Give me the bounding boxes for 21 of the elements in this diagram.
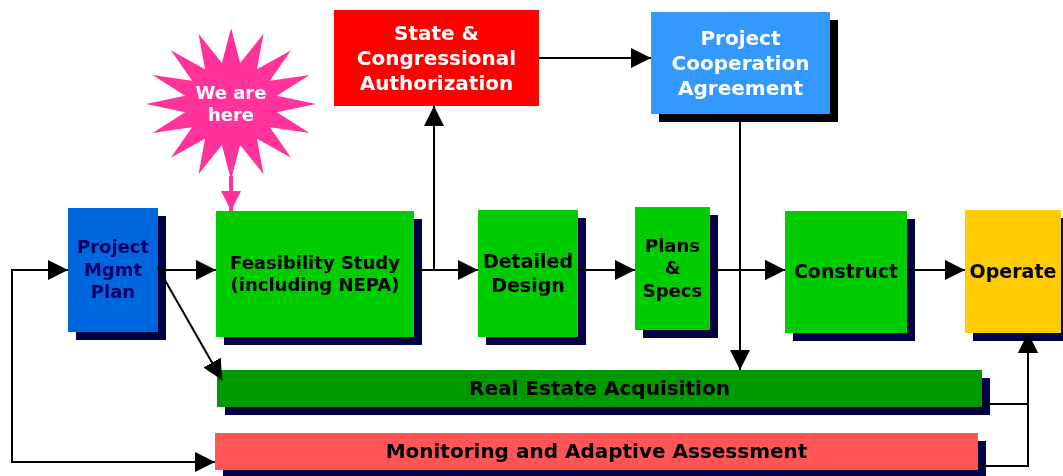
process-box — [334, 10, 539, 106]
arrow — [221, 176, 241, 211]
arrow — [977, 332, 1038, 467]
node-label: We are here — [194, 81, 268, 127]
arrow — [157, 260, 217, 280]
node-label: Detailed Design — [481, 249, 575, 298]
node-label: Feasibility Study (including NEPA) — [229, 251, 401, 297]
arrow — [577, 260, 636, 280]
arrow — [906, 260, 966, 280]
node-label: Project Mgmt Plan — [75, 236, 151, 304]
node-label: State & Congressional Authorization — [355, 20, 518, 96]
node-label: Plans & Specs — [641, 234, 704, 303]
node-label: Construct — [793, 260, 899, 284]
node-label: Project Cooperation Agreement — [670, 25, 811, 101]
arrow — [538, 48, 652, 68]
node-label: Operate — [969, 259, 1057, 284]
node-label: Real Estate Acquisition — [469, 376, 730, 401]
arrow — [413, 105, 444, 271]
node-label: Monitoring and Adaptive Assessment — [385, 439, 808, 464]
arrow — [157, 267, 223, 381]
arrow — [11, 260, 216, 472]
